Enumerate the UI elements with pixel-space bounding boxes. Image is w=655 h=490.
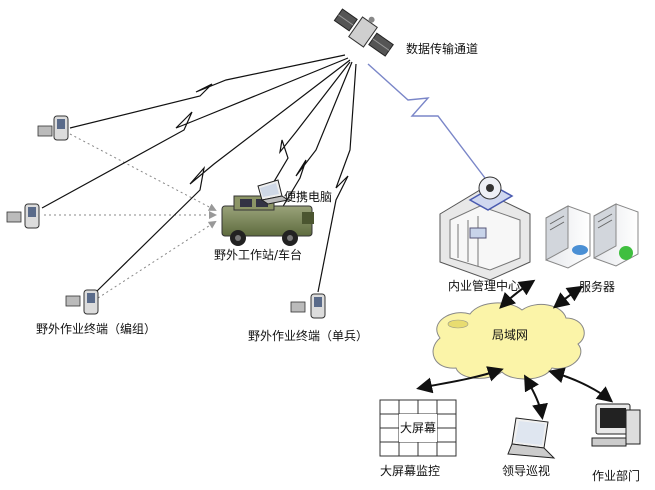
handheld-terminal-icon bbox=[6, 203, 40, 229]
field-station-label: 野外工作站/车台 bbox=[214, 248, 303, 262]
big-screen-monitor-label: 大屏幕监控 bbox=[380, 464, 441, 478]
terminal-group-label: 野外作业终端（编组） bbox=[36, 322, 157, 336]
handheld-terminal-icon bbox=[37, 115, 69, 141]
data-channel-label: 数据传输通道 bbox=[406, 42, 479, 56]
satellite-icon bbox=[333, 8, 394, 57]
terminal-single-label: 野外作业终端（单兵） bbox=[248, 329, 369, 343]
laptop-icon bbox=[507, 417, 556, 459]
server-icon bbox=[545, 203, 639, 269]
big-screen-text: 大屏幕 bbox=[400, 421, 437, 435]
office-building-icon bbox=[439, 176, 531, 281]
handheld-terminal-icon bbox=[290, 293, 326, 319]
dotted-links bbox=[44, 133, 217, 299]
office-link bbox=[367, 63, 486, 179]
laptop-label: 便携电脑 bbox=[284, 190, 333, 204]
lan-label: 局域网 bbox=[492, 328, 529, 342]
office-center-label: 内业管理中心 bbox=[448, 279, 521, 293]
wireless-links bbox=[41, 54, 357, 293]
handheld-terminal-icon bbox=[65, 289, 99, 315]
work-dept-label: 作业部门 bbox=[592, 469, 641, 483]
field-vehicle-icon bbox=[221, 195, 314, 246]
desktop-computer-icon bbox=[591, 403, 641, 447]
server-label: 服务器 bbox=[579, 280, 616, 294]
big-screen-grid bbox=[379, 399, 457, 457]
leader-patrol-label: 领导巡视 bbox=[502, 464, 551, 478]
lan-connections bbox=[416, 279, 614, 420]
laptop-icon bbox=[257, 179, 290, 205]
